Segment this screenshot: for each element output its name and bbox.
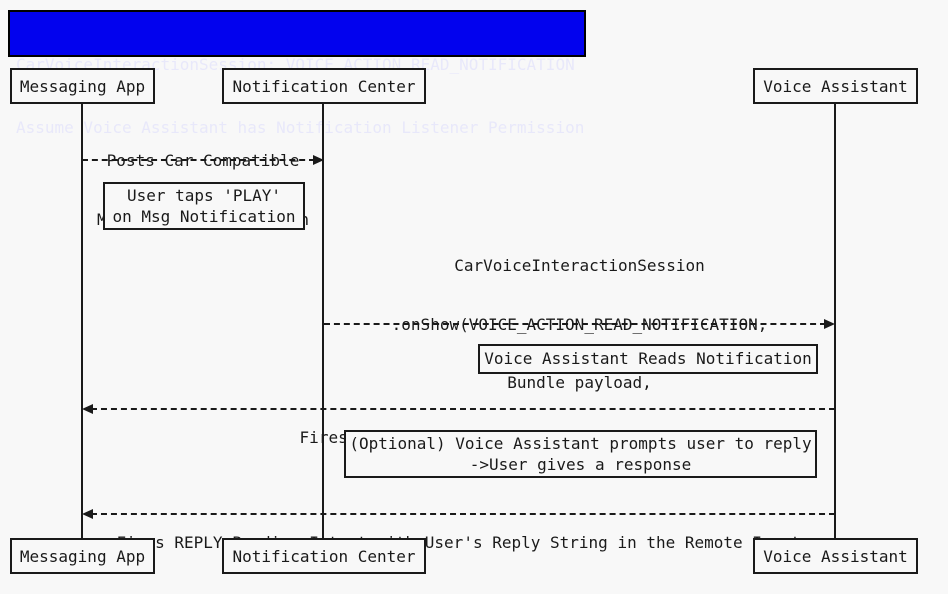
arrow-posts-notification [82, 154, 324, 167]
message-line: Fires REPLY Pending Intent with User's R… [116, 533, 801, 552]
actor-label: Notification Center [232, 76, 416, 96]
arrowhead-left-icon [82, 509, 93, 519]
arrowhead-left-icon [82, 404, 93, 414]
actor-label: Notification Center [232, 546, 416, 566]
note-line: ->User gives a response [469, 455, 692, 474]
actor-notification-center-top: Notification Center [222, 68, 426, 104]
actor-voice-assistant-bottom: Voice Assistant [753, 538, 918, 574]
actor-label: Voice Assistant [763, 546, 908, 566]
note-line: (Optional) Voice Assistant prompts user … [349, 434, 812, 453]
note-line: Voice Assistant Reads Notification [484, 349, 812, 368]
lifeline-notification-center [322, 104, 324, 538]
actor-notification-center-bottom: Notification Center [222, 538, 426, 574]
actor-label: Messaging App [19, 76, 146, 96]
lifeline-messaging-app [81, 104, 83, 538]
message-line: CarVoiceInteractionSession [454, 256, 705, 275]
dashed-arrow-line [82, 159, 315, 161]
note-line: User taps 'PLAY' [126, 186, 282, 205]
note-optional-prompt: (Optional) Voice Assistant prompts user … [344, 430, 817, 478]
note-voice-assistant-reads: Voice Assistant Reads Notification [478, 344, 818, 374]
actor-voice-assistant-top: Voice Assistant [753, 68, 918, 104]
note-line: on Msg Notification [112, 207, 296, 226]
actor-label: Voice Assistant [763, 76, 908, 96]
dashed-arrow-line [324, 323, 826, 325]
actor-messaging-app-top: Messaging App [10, 68, 155, 104]
actor-messaging-app-bottom: Messaging App [10, 538, 155, 574]
dashed-arrow-line [91, 513, 835, 515]
message-line: Bundle payload, [507, 373, 652, 392]
note-user-taps-play: User taps 'PLAY' on Msg Notification [103, 182, 305, 230]
arrow-reply-intent [82, 508, 835, 521]
arrow-onshow-call [324, 318, 835, 331]
lifeline-voice-assistant [834, 104, 836, 538]
arrowhead-right-icon [313, 155, 324, 165]
actor-label: Messaging App [19, 546, 146, 566]
arrowhead-right-icon [824, 319, 835, 329]
dashed-arrow-line [91, 408, 835, 410]
arrow-mark-as-read [82, 403, 835, 416]
diagram-title-line2: Assume Voice Assistant has Notification … [16, 118, 585, 137]
diagram-title-box: CarVoiceInteractionSession: VOICE_ACTION… [8, 10, 586, 137]
